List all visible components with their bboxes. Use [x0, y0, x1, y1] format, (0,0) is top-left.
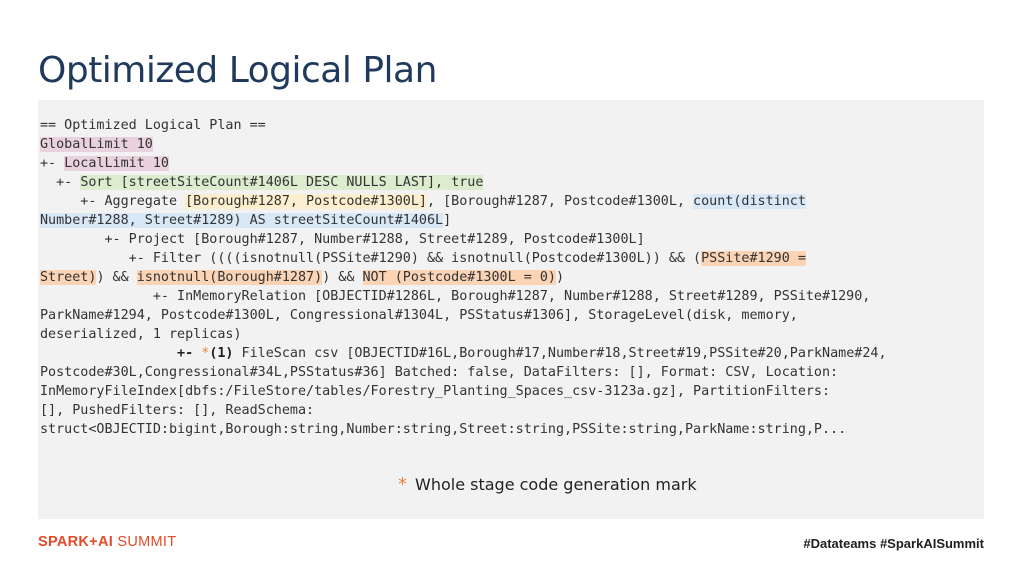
slide-title: Optimized Logical Plan	[38, 50, 437, 91]
aggregate-output: , [Borough#1287, Postcode#1300L,	[426, 194, 694, 209]
local-limit-node: LocalLimit 10	[64, 156, 169, 171]
filter-suffix: )	[555, 270, 565, 285]
filter-pssite-condition-cont: Street)	[40, 270, 97, 285]
filter-postcode-condition: NOT (Postcode#1300L = 0)	[362, 270, 556, 285]
filescan-cont: Postcode#30L,Congressional#34L,PSStatus#…	[40, 365, 839, 380]
filescan-cont: struct<OBJECTID:bigint,Borough:string,Nu…	[40, 422, 847, 437]
filter-prefix: +- Filter ((((isnotnull(PSSite#1290) && …	[40, 251, 702, 266]
hashtags: #Datateams #SparkAISummit	[803, 536, 984, 551]
sort-node: Sort [streetSiteCount#1406L DESC NULLS L…	[80, 175, 484, 190]
in-memory-relation-node: +- InMemoryRelation [OBJECTID#1286L, Bor…	[40, 289, 871, 304]
filescan-cont: InMemoryFileIndex[dbfs:/FileStore/tables…	[40, 384, 831, 399]
logical-plan-code: == Optimized Logical Plan == GlobalLimit…	[40, 116, 887, 439]
aggregate-prefix: +- Aggregate	[40, 194, 186, 209]
brand-suffix: SUMMIT	[113, 534, 177, 550]
filter-pssite-condition: PSSite#1290 =	[701, 251, 806, 266]
code-panel	[38, 100, 984, 519]
filescan-cont: [], PushedFilters: [], ReadSchema:	[40, 403, 315, 418]
in-memory-relation-cont: deserialized, 1 replicas)	[40, 327, 242, 342]
global-limit-node: GlobalLimit 10	[40, 137, 153, 152]
count-distinct-expr: count(distinct	[693, 194, 806, 209]
in-memory-relation-cont: ParkName#1294, Postcode#1300L, Congressi…	[40, 308, 798, 323]
codegen-stage-id: (1)	[209, 346, 234, 361]
brand-name: SPARK+AI	[38, 534, 114, 550]
filescan-node: FileScan csv [OBJECTID#16L,Borough#17,Nu…	[233, 346, 887, 361]
filescan-prefix: +-	[40, 346, 202, 361]
filter-joiner: ) &&	[322, 270, 363, 285]
spark-ai-summit-logo: SPARK+AI SUMMIT	[38, 534, 176, 550]
filter-joiner: ) &&	[96, 270, 137, 285]
codegen-legend-text: Whole stage code generation mark	[415, 475, 697, 494]
plan-tree-prefix: +-	[40, 156, 65, 171]
aggregate-suffix: ]	[443, 213, 452, 228]
filter-borough-condition: isnotnull(Borough#1287)	[136, 270, 323, 285]
plan-header: == Optimized Logical Plan ==	[40, 118, 266, 133]
grouping-keys: [Borough#1287, Postcode#1300L]	[185, 194, 427, 209]
codegen-star-icon: *	[201, 346, 210, 361]
plan-tree-prefix: +-	[40, 175, 81, 190]
project-node: +- Project [Borough#1287, Number#1288, S…	[40, 232, 645, 247]
codegen-legend: * Whole stage code generation mark	[398, 474, 697, 495]
count-distinct-expr-cont: Number#1288, Street#1289) AS streetSiteC…	[40, 213, 444, 228]
codegen-star-icon: *	[398, 474, 407, 495]
